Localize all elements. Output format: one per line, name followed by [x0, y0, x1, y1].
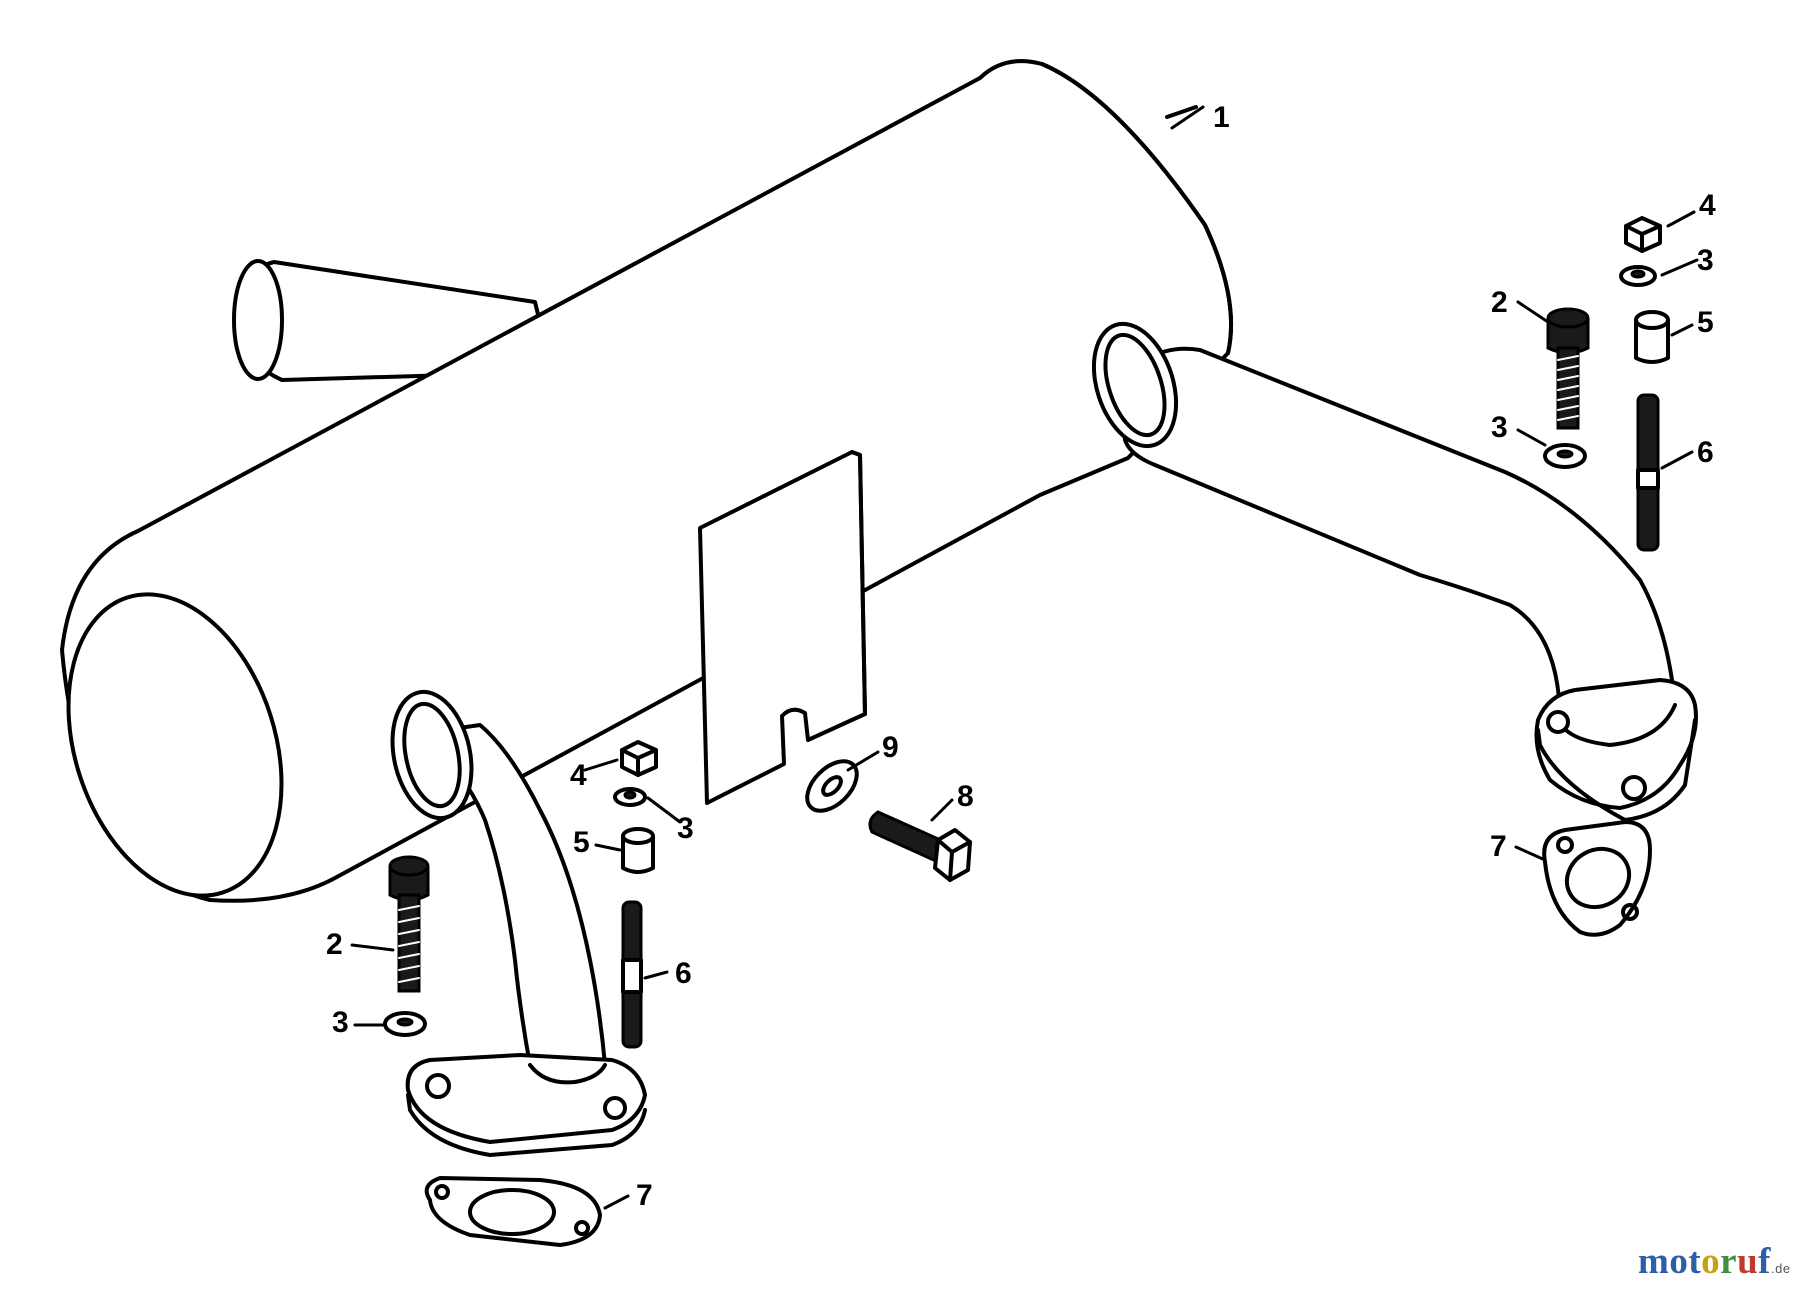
callout-label: 3 [1697, 244, 1714, 277]
watermark-letter: f [1758, 1241, 1771, 1282]
studs [621, 393, 1660, 1049]
watermark-text: motoruf [1638, 1241, 1771, 1282]
watermark-letter: o [1669, 1241, 1689, 1282]
callout-label: 5 [1697, 306, 1714, 339]
muffler-body [60, 59, 1234, 903]
watermark-letter: t [1688, 1241, 1702, 1282]
watermark-suffix: .de [1771, 1261, 1791, 1276]
callout-label: 3 [1491, 411, 1508, 444]
hex-bolt [868, 810, 972, 882]
cap-screw-left [388, 855, 430, 993]
hex-nuts [620, 216, 1662, 777]
cap-screw-right [1546, 307, 1590, 430]
gasket-right [1542, 820, 1652, 937]
watermark-letter: m [1638, 1241, 1670, 1282]
callout-label: 3 [332, 1006, 349, 1039]
callout-label: 2 [1491, 286, 1508, 319]
watermark-logo: motoruf.de [1638, 1240, 1791, 1283]
callout-label: 7 [1490, 830, 1507, 863]
callout-label: 9 [882, 731, 899, 764]
callout-label: 4 [570, 759, 587, 792]
right-exhaust-pipe [1091, 321, 1698, 822]
heat-shield [698, 450, 867, 805]
callout-label: 1 [1213, 101, 1230, 134]
flat-washer [805, 759, 859, 813]
callout-label: 2 [326, 928, 343, 961]
left-exhaust-pipe [390, 689, 647, 1157]
watermark-letter: r [1720, 1241, 1738, 1282]
callout-label: 5 [573, 826, 590, 859]
lock-washers [383, 265, 1657, 1037]
leader-lines [350, 105, 1699, 1210]
spacers [621, 310, 1670, 874]
callout-label: 4 [1699, 189, 1716, 222]
watermark-letter: o [1701, 1241, 1721, 1282]
callout-label: 8 [957, 780, 974, 813]
gasket-left [424, 1176, 602, 1247]
callout-label: 6 [1697, 436, 1714, 469]
callout-label: 7 [636, 1179, 653, 1212]
watermark-letter: u [1737, 1241, 1759, 1282]
callout-label: 6 [675, 957, 692, 990]
callout-label: 3 [677, 812, 694, 845]
callout-labels: 1 2 3 4 5 6 7 8 9 2 3 4 3 5 3 6 7 [326, 101, 1716, 1212]
